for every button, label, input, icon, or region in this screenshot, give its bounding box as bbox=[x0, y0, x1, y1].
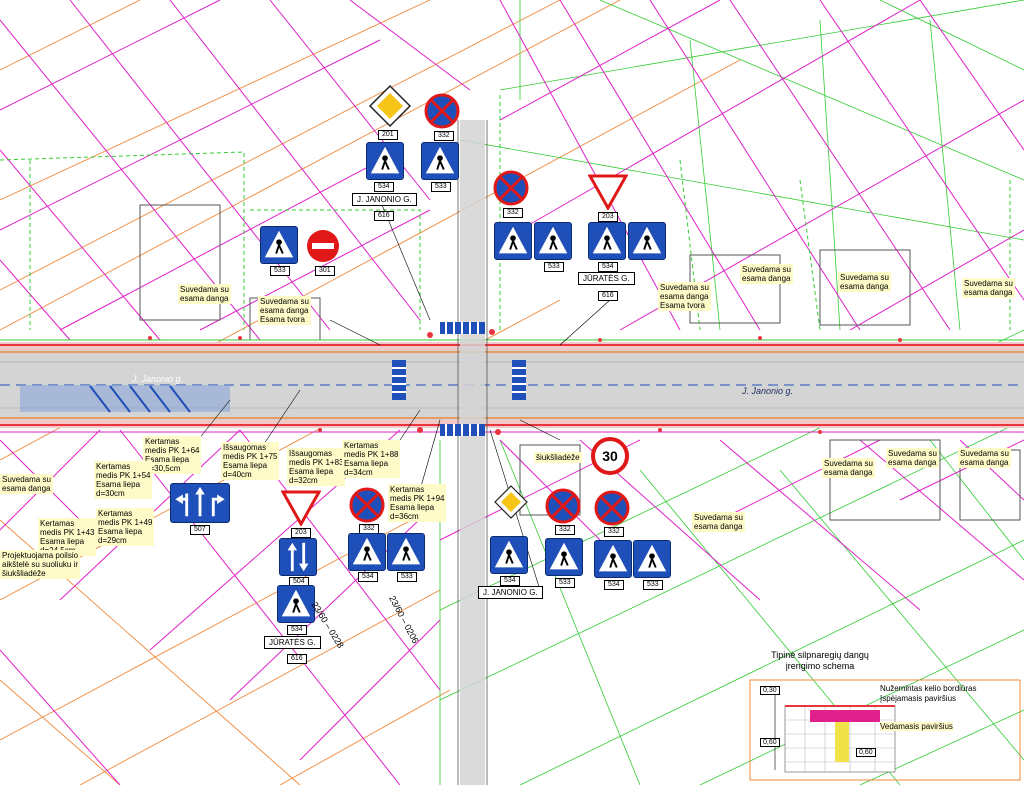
sign-number-301: 301 bbox=[315, 266, 335, 276]
note: Suvedama su esama danga bbox=[886, 448, 939, 468]
sign-number-534: 534 bbox=[500, 576, 520, 586]
note: Kertamas medis PK 1+94 Esama liepa d=36c… bbox=[388, 484, 447, 522]
sign-number-507: 507 bbox=[190, 525, 210, 535]
note: Kertamas medis PK 1+64 Esama liepa d=30,… bbox=[143, 436, 202, 474]
pedestrian-crossing-sign bbox=[588, 222, 626, 260]
sign-number-616: 616 bbox=[287, 654, 307, 664]
note: Kertamas medis PK 1+88 Esama liepa d=34c… bbox=[342, 440, 401, 478]
pedestrian-crossing-sign bbox=[366, 142, 404, 180]
pedestrian-crossing-sign bbox=[633, 540, 671, 578]
schema-dimension: 0,60 bbox=[760, 738, 780, 747]
no-stopping-sign bbox=[424, 93, 460, 129]
pedestrian-crossing-sign bbox=[277, 585, 315, 623]
sign-number-533: 533 bbox=[544, 262, 564, 272]
sign-number-203: 203 bbox=[291, 528, 311, 538]
main-road-sign bbox=[493, 484, 529, 520]
pedestrian-crossing-sign bbox=[421, 142, 459, 180]
no-stopping-sign bbox=[545, 488, 581, 524]
schema-label: Vedamasis paviršius bbox=[880, 722, 953, 731]
pedestrian-crossing-sign bbox=[534, 222, 572, 260]
note: Projektuojama poilsio aikštelė su suoliu… bbox=[0, 550, 81, 579]
sign-number-616: 616 bbox=[374, 211, 394, 221]
sign-number-201: 201 bbox=[378, 130, 398, 140]
pedestrian-crossing-sign bbox=[490, 536, 528, 574]
note: Suvedama su esama danga bbox=[822, 458, 875, 478]
give-way-sign bbox=[280, 490, 322, 528]
no-stopping-sign bbox=[594, 490, 630, 526]
note: Suvedama su esama danga bbox=[962, 278, 1015, 298]
pedestrian-crossing-sign bbox=[545, 538, 583, 576]
no-stopping-sign bbox=[493, 170, 529, 206]
street-name-tag: JŪRATĖS G. bbox=[578, 272, 635, 285]
speed-limit-value: 30 bbox=[602, 448, 618, 464]
no-stopping-sign bbox=[349, 487, 385, 523]
sign-number-533: 533 bbox=[431, 182, 451, 192]
speed-limit-sign bbox=[591, 437, 629, 475]
note: Išsaugomas medis PK 1+75 Esama liepa d=4… bbox=[221, 442, 280, 480]
road-label: J. Janonio g. bbox=[132, 374, 184, 384]
note: Kertamas medis PK 1+49 Esama liepa d=29c… bbox=[96, 508, 155, 546]
sign-number-332: 332 bbox=[604, 527, 624, 537]
sign-number-332: 332 bbox=[503, 208, 523, 218]
road-body bbox=[0, 120, 1024, 785]
pedestrian-crossing-sign bbox=[628, 222, 666, 260]
note: Suvedama su esama danga bbox=[838, 272, 891, 292]
schema-drawing bbox=[749, 679, 1021, 781]
sign-number-534: 534 bbox=[598, 262, 618, 272]
street-name-tag: JŪRATĖS G. bbox=[264, 636, 321, 649]
sign-number-534: 534 bbox=[358, 572, 378, 582]
road-label: J. Janonio g. bbox=[742, 386, 794, 396]
note: Kertamas medis PK 1+54 Esama liepa d=30c… bbox=[94, 461, 153, 499]
pedestrian-crossing-sign bbox=[348, 533, 386, 571]
main-road-sign bbox=[368, 84, 412, 128]
pedestrian-crossing-sign bbox=[594, 540, 632, 578]
schema-dimension: 0,60 bbox=[856, 748, 876, 757]
street-name-tag: J. JANONIO G. bbox=[478, 586, 543, 599]
sign-number-533: 533 bbox=[555, 578, 575, 588]
lane-direction-sign bbox=[170, 483, 230, 523]
schema-dimension: 0,30 bbox=[760, 686, 780, 695]
note: Suvedama su esama danga bbox=[0, 474, 53, 494]
sign-number-533: 533 bbox=[643, 580, 663, 590]
sign-number-534: 534 bbox=[287, 625, 307, 635]
pedestrian-crossing-sign bbox=[387, 533, 425, 571]
pedestrian-crossing-sign bbox=[494, 222, 532, 260]
sign-number-533: 533 bbox=[270, 266, 290, 276]
note: Suvedama su esama danga bbox=[740, 264, 793, 284]
sign-number-534: 534 bbox=[604, 580, 624, 590]
sign-number-332: 332 bbox=[434, 131, 454, 141]
sign-number-616: 616 bbox=[598, 291, 618, 301]
sign-number-534: 534 bbox=[374, 182, 394, 192]
straight-arrows-sign bbox=[279, 538, 317, 576]
schema-title: Tipinė silpnaregių dangų įrengimo schema bbox=[771, 650, 869, 671]
sign-number-332: 332 bbox=[555, 525, 575, 535]
schema-label: Įspėjamasis paviršius bbox=[880, 694, 957, 703]
note: Išsaugomas medis PK 1+83 Esama liepa d=3… bbox=[287, 448, 346, 486]
pedestrian-crossing-sign bbox=[260, 226, 298, 264]
note: Suvedama su esama danga bbox=[178, 284, 231, 304]
street-name-tag: J. JANONIO G. bbox=[352, 193, 417, 206]
note: Suvedama su esama danga bbox=[692, 512, 745, 532]
note: Suvedama su esama danga Esama tvora bbox=[258, 296, 311, 325]
note: Suvedama su esama danga bbox=[958, 448, 1011, 468]
no-entry-sign bbox=[305, 228, 341, 264]
note: šiukšliadėže bbox=[534, 452, 582, 463]
give-way-sign bbox=[587, 174, 629, 212]
note: Suvedama su esama danga Esama tvora bbox=[658, 282, 711, 311]
sign-number-533: 533 bbox=[397, 572, 417, 582]
sign-number-203: 203 bbox=[598, 212, 618, 222]
schema-label: Nužemintas kelio bordiūras bbox=[880, 684, 977, 693]
